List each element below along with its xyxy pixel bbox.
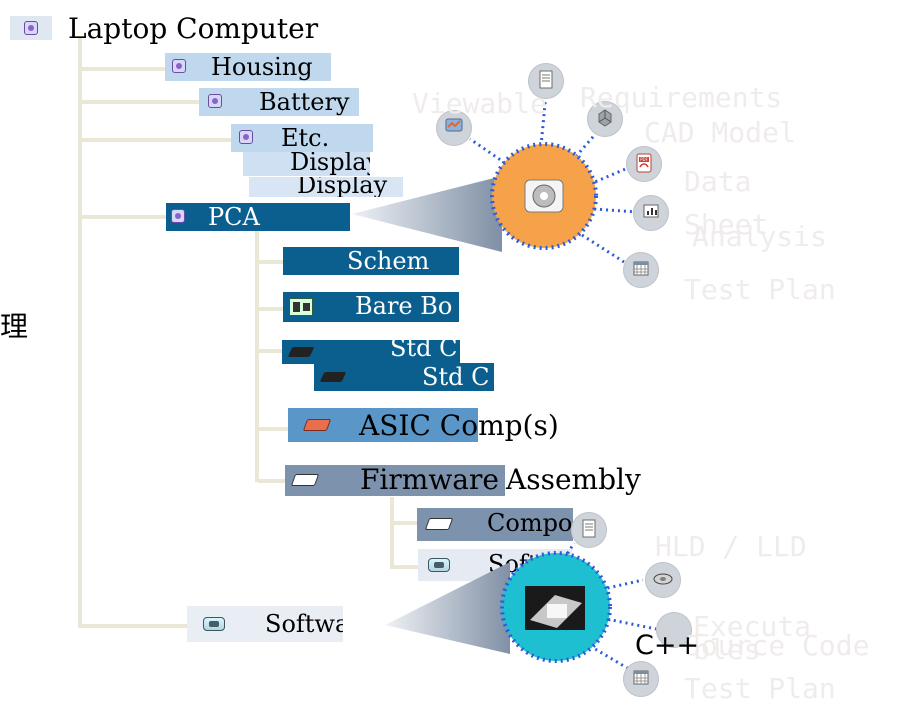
node-display-bottom: Display [249, 177, 403, 197]
software-root-label: Software [265, 610, 343, 638]
tree-line-firmware [258, 479, 286, 483]
display-bottom-label: Display [297, 177, 388, 197]
pca-label: PCA [208, 203, 260, 231]
cpp-label: C++ [635, 630, 700, 661]
tree-line-main-vertical [78, 38, 82, 628]
tree-line-std-component [258, 349, 284, 353]
node-schematic: Schem [283, 247, 459, 275]
housing-icon [172, 59, 186, 73]
node-firmware-bar [285, 465, 505, 496]
tree-line-schematic [258, 260, 284, 264]
document-icon [539, 70, 553, 89]
cad-icon [598, 109, 612, 127]
node-std-component-1: Std C [282, 340, 460, 364]
tree-line-housing [78, 67, 174, 71]
source-code-label: Source Code [684, 629, 870, 662]
software-root-icon [203, 617, 225, 631]
node-display-top: Display [243, 152, 370, 176]
bare-board-label: Bare Bo [355, 292, 453, 320]
cad-model-label: CAD Model [644, 116, 796, 149]
pdf-badge: PDF [626, 146, 662, 182]
schematic-label: Schem [347, 247, 430, 275]
std-component-1-label: Std C [390, 340, 458, 362]
node-component: Compor [417, 508, 573, 541]
sheet-label: Sheet [684, 208, 769, 241]
side-character: 理 [0, 310, 29, 343]
node-pca: PCA [166, 203, 350, 231]
top-hub-icon [524, 179, 564, 213]
node-battery: Battery [199, 88, 359, 116]
tree-line-battery [78, 100, 203, 104]
hld-lld-badge [571, 512, 607, 548]
node-bare-board: Bare Bo [283, 292, 459, 322]
software-nested-icon [428, 558, 450, 572]
analysis-label: Analysis [692, 220, 827, 253]
viewable-badge [436, 110, 472, 146]
root-icon [24, 21, 38, 35]
tree-line-software-nested [390, 565, 418, 569]
top-hub [490, 142, 598, 250]
firmware-icon [290, 474, 320, 486]
battery-label: Battery [259, 88, 350, 116]
tree-line-software-root [78, 624, 188, 628]
node-etc: Etc. [231, 124, 373, 152]
data-sheet-badge [633, 195, 669, 231]
data-label: Data [684, 165, 752, 198]
display-top-label: Display [290, 152, 370, 176]
etc-icon [239, 130, 253, 144]
node-std-component-2: Std C [314, 363, 494, 391]
requirements-label: Requirements [580, 81, 783, 114]
document-icon [582, 519, 596, 538]
asic-label: ASIC Comp(s) [359, 409, 559, 442]
executables-badge [645, 562, 681, 598]
disk-icon [653, 573, 673, 585]
calendar-icon [633, 261, 649, 276]
tree-line-pca-branch-vertical [255, 220, 259, 482]
software-nested-label: Software [488, 550, 572, 578]
bottom-hub-icon [525, 586, 585, 630]
bare-board-icon [289, 298, 313, 316]
etc-label: Etc. [281, 124, 330, 152]
component-label: Compor [487, 509, 573, 537]
housing-label: Housing [211, 53, 313, 81]
cad-model-badge [587, 101, 623, 137]
tree-line-etc [78, 138, 236, 142]
firmware-label: Firmware [360, 463, 499, 496]
node-software-root: Software [187, 606, 343, 642]
requirements-badge [528, 63, 564, 99]
std-component-icon-1 [287, 347, 315, 357]
tree-line-asic [258, 427, 288, 431]
root-label: Laptop Computer [68, 12, 319, 45]
chart-window-icon [445, 118, 463, 132]
viewable-label: Viewable [412, 87, 547, 120]
source-code-badge [656, 612, 692, 648]
battery-icon [208, 94, 222, 108]
tree-line-firmware-branch-vertical [390, 497, 394, 569]
std-component-icon-2 [319, 372, 347, 382]
node-housing: Housing [165, 53, 331, 81]
pdf-icon: PDF [636, 153, 652, 173]
tree-line-bare-board [258, 307, 284, 311]
calendar-icon [633, 670, 649, 685]
test-plan-bottom-label: Test Plan [684, 672, 836, 705]
asic-icon [302, 419, 332, 431]
firmware-assembly-label: Assembly [506, 463, 641, 496]
test-plan-top-badge [623, 252, 659, 288]
bar-chart-icon [643, 204, 659, 218]
hld-lld-label: HLD / LLD [655, 530, 807, 563]
component-icon [424, 518, 454, 530]
tree-line-pca [78, 215, 166, 219]
tree-line-component [390, 521, 418, 525]
std-component-2-label: Std C [422, 363, 490, 391]
executables-label: Executa bles [693, 610, 812, 666]
test-plan-bottom-badge [623, 661, 659, 697]
pdf-badge-text: PDF [640, 157, 648, 162]
test-plan-top-label: Test Plan [684, 273, 836, 306]
node-software-nested: Software [418, 549, 572, 581]
pca-icon [171, 209, 185, 223]
